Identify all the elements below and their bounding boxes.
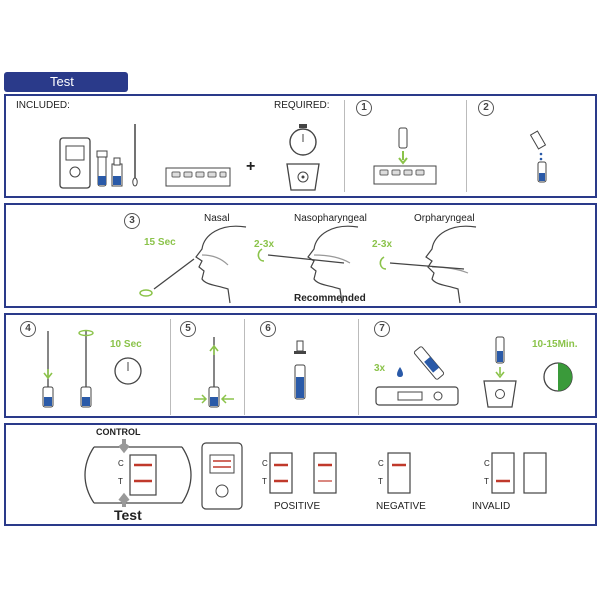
- result-cassette-icon: [201, 442, 243, 510]
- biohazard-bin-icon: [286, 163, 320, 191]
- t-mark: T: [484, 477, 489, 486]
- negative-label: NEGATIVE: [376, 501, 426, 512]
- buffer-tube-icon: [96, 150, 108, 187]
- control-label: CONTROL: [96, 427, 141, 437]
- stopwatch-10sec-icon: [114, 357, 142, 385]
- pour-buffer-icon: [529, 130, 547, 183]
- panel3-illustrations: [42, 329, 573, 408]
- insert-tube-into-rack-icon: [373, 127, 437, 185]
- t-mark: T: [118, 477, 123, 486]
- recommended-label: Recommended: [294, 293, 366, 304]
- divider: [244, 319, 245, 415]
- discard-into-bin-icon: [483, 336, 517, 408]
- stopwatch-icon: [289, 124, 317, 156]
- negative-result-strip-icon: [387, 452, 411, 494]
- step-5-number: 5: [180, 321, 196, 337]
- positive-result-strip-icon: [313, 452, 337, 494]
- divider: [358, 319, 359, 415]
- step-2-number: 2: [478, 100, 494, 116]
- buffer-vial-icon: [111, 157, 123, 187]
- head-profile-oropharyngeal-icon: [425, 225, 477, 304]
- nasopharyngeal-label: Nasopharyngeal: [294, 213, 367, 224]
- c-mark: C: [262, 459, 268, 468]
- included-label: INCLUDED:: [16, 100, 70, 111]
- swab-into-tube-icon: [42, 329, 94, 408]
- drops-label: 3x: [374, 363, 386, 374]
- positive-label: POSITIVE: [274, 501, 321, 512]
- swab-icon: [132, 124, 138, 187]
- c-mark: C: [378, 459, 384, 468]
- drop-icon: [397, 367, 403, 377]
- wait-time-label: 10-15Min.: [532, 339, 578, 350]
- panel-sampling: 3 Nasal Nasopharyngeal Orpharyngeal 15 S…: [4, 203, 597, 308]
- step-4-number: 4: [20, 321, 36, 337]
- divider: [466, 100, 467, 192]
- step-1-number: 1: [356, 100, 372, 116]
- test-tab[interactable]: Test: [4, 72, 128, 92]
- step-7-number: 7: [374, 321, 390, 337]
- test-label: Test: [114, 507, 142, 523]
- panel1-illustrations: [59, 124, 547, 191]
- magnified-result-window-icon: [84, 439, 192, 507]
- nasal-swab-icon: [139, 258, 195, 297]
- plus-sign: +: [246, 158, 256, 175]
- test-cassette-icon: [59, 137, 91, 189]
- invalid-result-strip-icon: [491, 452, 515, 494]
- divider: [170, 319, 171, 415]
- head-profile-nasal-icon: [195, 225, 247, 304]
- panel-results: CONTROL Test POSITIVE NEGATIVE INVALID C…: [4, 423, 597, 526]
- required-label: REQUIRED:: [274, 100, 330, 111]
- dropper-tube-icon: [413, 346, 445, 380]
- c-mark: C: [118, 459, 124, 468]
- orpharyngeal-label: Orpharyngeal: [414, 213, 475, 224]
- cassette-horizontal-icon: [375, 386, 459, 406]
- naso-rotations-label: 2-3x: [254, 239, 275, 250]
- panel2-illustrations: [139, 225, 477, 304]
- positive-result-strip-icon: [269, 452, 293, 494]
- timer-15min-icon: [543, 362, 573, 392]
- step-6-number: 6: [260, 321, 276, 337]
- head-profile-nasopharyngeal-icon: [307, 225, 359, 304]
- invalid-label: INVALID: [472, 501, 511, 512]
- panel-included-required: INCLUDED: REQUIRED: 1 2 +: [4, 94, 597, 198]
- step-3-number: 3: [124, 213, 140, 229]
- divider: [344, 100, 345, 192]
- t-mark: T: [378, 477, 383, 486]
- oropharyngeal-swab-icon: [379, 256, 465, 270]
- squeeze-remove-swab-icon: [194, 337, 234, 408]
- cap-tube-icon: [294, 340, 306, 400]
- nasal-time-label: 15 Sec: [144, 237, 176, 248]
- invalid-result-strip-icon: [523, 452, 547, 494]
- step4-time-label: 10 Sec: [110, 339, 142, 350]
- c-mark: C: [484, 459, 490, 468]
- panel4-illustrations: [84, 439, 547, 510]
- t-mark: T: [262, 477, 267, 486]
- nasopharyngeal-swab-icon: [257, 248, 345, 264]
- panel-processing: 4 5 6 7 10 Sec 3x 10-15Min.: [4, 313, 597, 418]
- oro-rotations-label: 2-3x: [372, 239, 393, 250]
- nasal-label: Nasal: [204, 213, 230, 224]
- tube-rack-icon: [165, 167, 231, 187]
